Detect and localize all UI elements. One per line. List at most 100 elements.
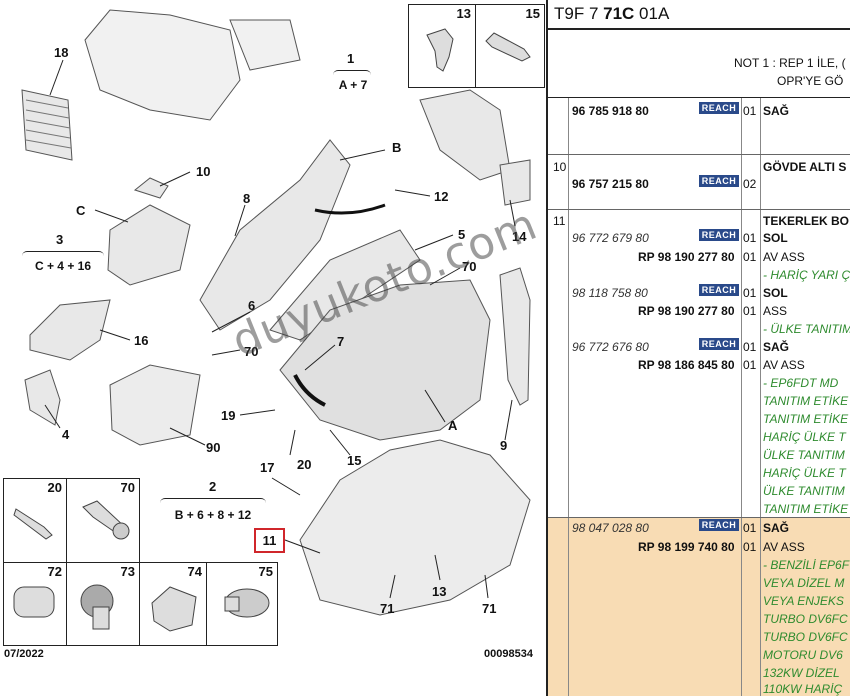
sub-ref-1[interactable]: 96 772 679 80 bbox=[572, 231, 649, 245]
sub-qty-1: 01 bbox=[743, 231, 757, 245]
sub-qty-2: 01 bbox=[743, 250, 757, 264]
hl-note-9: 132KW DİZEL bbox=[763, 666, 840, 680]
label-14: 14 bbox=[512, 229, 527, 244]
brace-1 bbox=[333, 70, 371, 75]
sub-desc-7: SAĞ bbox=[763, 340, 790, 354]
reach-badge: REACH bbox=[699, 338, 739, 350]
fastener-box-70[interactable]: 70 bbox=[66, 478, 140, 563]
sub-note-3: - HARİÇ YARI Ç bbox=[763, 268, 850, 282]
sub-note-11: TANITIM ETİKE bbox=[763, 412, 849, 426]
box-number-75: 75 bbox=[258, 564, 273, 579]
hl-ref-2[interactable]: RP 98 199 740 80 bbox=[638, 540, 735, 554]
item-11: 11 bbox=[553, 214, 566, 228]
sub-note-10: TANITIM ETİKE bbox=[763, 394, 849, 408]
sub-note-6: - ÜLKE TANITIM bbox=[763, 322, 850, 336]
box-number-72: 72 bbox=[47, 564, 62, 579]
sub-desc-2: AV ASS bbox=[763, 250, 805, 264]
diagram-date: 07/2022 bbox=[4, 648, 44, 660]
hl-desc-2: AV ASS bbox=[763, 540, 805, 554]
box-number-20: 20 bbox=[47, 480, 62, 495]
sub-desc-1: SOL bbox=[763, 231, 788, 245]
reach-badge: REACH bbox=[699, 519, 739, 531]
row-divider-2 bbox=[548, 209, 850, 210]
sub-note-9: - EP6FDT MD bbox=[763, 376, 839, 390]
brace-2 bbox=[160, 498, 266, 503]
fastener-box-75[interactable]: 75 bbox=[206, 562, 278, 646]
parts-diagram: 18 1 A + 7 10 B C 12 8 3 C + 4 + 16 5 14… bbox=[3, 4, 545, 660]
fastener-box-13[interactable]: 13 bbox=[408, 4, 476, 88]
label-16: 16 bbox=[134, 333, 149, 348]
hl-qty-1: 01 bbox=[743, 521, 757, 535]
parts-table: T9F 7 71C 01A NOT 1 : REP 1 İLE, ( OPR'Y… bbox=[546, 0, 850, 696]
label-2: 2 bbox=[209, 479, 217, 494]
hl-note-10: 110KW HARİÇ bbox=[763, 682, 843, 696]
exploded-view-drawing bbox=[21, 9, 531, 616]
diagram-code: 00098534 bbox=[484, 648, 533, 660]
label-C: C bbox=[76, 203, 86, 218]
reach-badge: REACH bbox=[699, 229, 739, 241]
sub-ref-8[interactable]: RP 98 186 845 80 bbox=[638, 358, 735, 372]
screw-icon bbox=[82, 500, 130, 540]
title-bold: 71C bbox=[603, 4, 635, 23]
label-6: 6 bbox=[248, 298, 256, 313]
label-71-b: 71 bbox=[482, 601, 497, 616]
clip-icon bbox=[426, 28, 454, 72]
callout-11[interactable]: 11 bbox=[254, 528, 285, 553]
label-B: B bbox=[392, 140, 402, 155]
hl-desc-1: SAĞ bbox=[763, 521, 790, 535]
label-A: A bbox=[448, 418, 458, 433]
desc-row-11: TEKERLEK BO bbox=[763, 214, 850, 228]
label-17: 17 bbox=[260, 460, 275, 475]
fastener-box-72[interactable]: 72 bbox=[3, 562, 67, 646]
sub-desc-4: SOL bbox=[763, 286, 788, 300]
sub-desc-8: AV ASS bbox=[763, 358, 805, 372]
ref-row-10[interactable]: 96 757 215 80 bbox=[572, 177, 649, 191]
box-number-73: 73 bbox=[120, 564, 135, 579]
hl-note-5: VEYA ENJEKS bbox=[763, 594, 844, 608]
fastener-box-74[interactable]: 74 bbox=[139, 562, 207, 646]
label-71-a: 71 bbox=[380, 601, 395, 616]
hl-qty-2: 01 bbox=[743, 540, 757, 554]
brace-3 bbox=[22, 251, 104, 256]
sub-note-14: HARİÇ ÜLKE T bbox=[763, 466, 846, 480]
sub-qty-4: 01 bbox=[743, 286, 757, 300]
note-line-2: OPR'YE GÖ bbox=[777, 74, 844, 88]
qty-row-1: 01 bbox=[743, 104, 757, 118]
hl-ref-1[interactable]: 98 047 028 80 bbox=[572, 521, 649, 535]
label-10: 10 bbox=[196, 164, 211, 179]
sub-qty-5: 01 bbox=[743, 304, 757, 318]
box-number-15: 15 bbox=[525, 6, 540, 21]
hl-note-6: TURBO DV6FC bbox=[763, 612, 848, 626]
sub-note-13: ÜLKE TANITIM bbox=[763, 448, 845, 462]
pin-icon bbox=[13, 508, 53, 540]
sub-ref-2[interactable]: RP 98 190 277 80 bbox=[638, 250, 735, 264]
row-divider-1 bbox=[548, 154, 850, 155]
hl-note-7: TURBO DV6FC bbox=[763, 630, 848, 644]
sub-ref-5[interactable]: RP 98 190 277 80 bbox=[638, 304, 735, 318]
qty-row-10: 02 bbox=[743, 177, 757, 191]
hl-note-8: MOTORU DV6 bbox=[763, 648, 843, 662]
label-12: 12 bbox=[434, 189, 449, 204]
highlighted-row-bg bbox=[548, 517, 850, 696]
label-19: 19 bbox=[221, 408, 236, 423]
ref-row-1[interactable]: 96 785 918 80 bbox=[572, 104, 649, 118]
clip-nut-icon bbox=[151, 586, 197, 632]
label-70-a: 70 bbox=[462, 259, 477, 274]
box-number-74: 74 bbox=[187, 564, 202, 579]
label-9: 9 bbox=[500, 438, 508, 453]
title-suffix: 01A bbox=[634, 4, 670, 23]
row-divider-3 bbox=[548, 517, 850, 518]
sub-qty-7: 01 bbox=[743, 340, 757, 354]
sub-ref-4[interactable]: 98 118 758 80 bbox=[572, 286, 648, 300]
sub-ref-7[interactable]: 96 772 676 80 bbox=[572, 340, 649, 354]
fastener-box-20[interactable]: 20 bbox=[3, 478, 67, 563]
sub-qty-8: 01 bbox=[743, 358, 757, 372]
label-1: 1 bbox=[347, 51, 355, 66]
item-10: 10 bbox=[553, 160, 567, 174]
label-20: 20 bbox=[297, 457, 312, 472]
col-divider-3 bbox=[760, 98, 761, 696]
sum-b6812: B + 6 + 8 + 12 bbox=[174, 508, 252, 522]
push-clip-icon bbox=[224, 588, 270, 618]
fastener-box-15[interactable]: 15 bbox=[475, 4, 545, 88]
fastener-box-73[interactable]: 73 bbox=[66, 562, 140, 646]
